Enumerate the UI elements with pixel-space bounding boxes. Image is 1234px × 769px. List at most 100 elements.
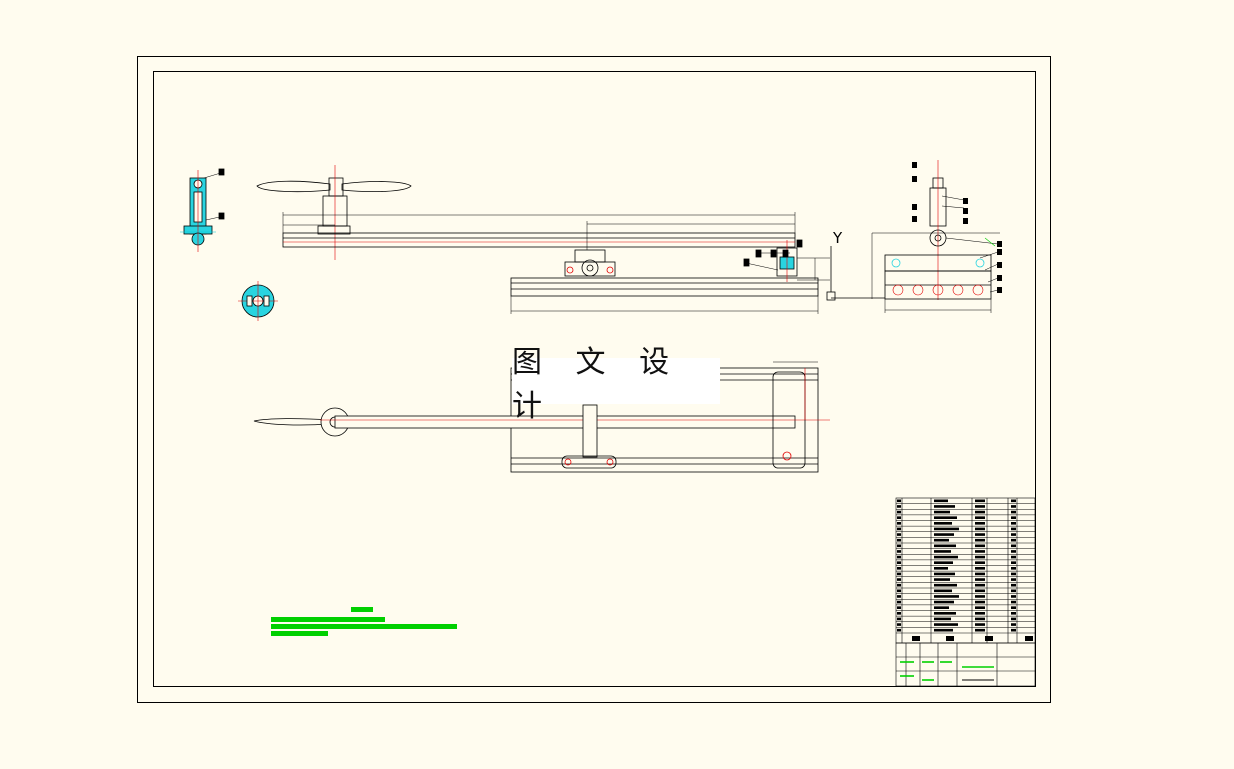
parts-row-material [1011,544,1016,548]
top-plan-view [253,361,830,473]
parts-row-material [1011,550,1016,553]
parts-row-number [897,538,901,542]
parts-row-name [934,623,958,626]
parts-row-material [1011,612,1016,615]
propeller-blade-right [341,181,412,193]
parts-row-material [1011,505,1016,508]
parts-row-material [1011,516,1016,519]
parts-row-material [1011,567,1016,570]
parts-row-qty [975,589,985,593]
parts-row-qty [975,612,985,615]
parts-row-number [897,589,901,593]
parts-row-qty [975,600,985,604]
plan-arm [334,415,796,429]
outer-border [137,56,1051,703]
title-block [895,642,1036,687]
lower-rail [510,277,819,297]
parts-row-number [897,628,901,632]
parts-row-number [897,606,901,609]
parts-row-name [934,589,952,593]
watermark-banner: 图 文 设 计 [512,345,720,424]
side-elevation-view [256,165,830,314]
parts-row-number [897,583,901,587]
parts-row-qty [975,572,985,576]
parts-row-qty [975,617,985,621]
parts-row-qty [975,510,985,514]
parts-row-qty [975,527,985,531]
mast-base [317,225,351,235]
parts-row-qty [975,538,985,542]
parts-row-name [934,516,957,519]
parts-row-number [897,544,901,548]
parts-row-name [934,544,956,548]
parts-row-number [897,572,901,576]
parts-row-material [1011,561,1016,564]
parts-row-name [934,595,959,598]
parts-row-material [1011,499,1016,503]
parts-row-material [1011,555,1016,559]
parts-row-name [934,567,948,570]
parts-row-qty [975,533,985,536]
propeller-blade-left [256,180,331,193]
parts-row-name [934,572,955,576]
parts-row-number [897,533,901,536]
parts-row-material [1011,589,1016,593]
parts-list-table [895,497,1036,644]
parts-row-material [1011,578,1016,581]
parts-row-material [1011,510,1016,514]
parts-row-name [934,583,957,587]
parts-row-material [1011,538,1016,542]
parts-row-material [1011,527,1016,531]
parts-row-qty [975,544,985,548]
coordinate-axis: Y [826,229,885,301]
parts-row-qty [975,606,985,609]
parts-row-material [1011,595,1016,598]
parts-row-name [934,499,948,503]
parts-row-number [897,600,901,604]
parts-header-note [1025,636,1033,641]
parts-row-number [897,522,901,525]
plan-propeller-left [253,418,331,426]
parts-row-material [1011,606,1016,609]
parts-row-number [897,612,901,615]
parts-row-name [934,606,949,609]
parts-row-qty [975,578,985,581]
parts-row-number [897,499,901,503]
parts-row-qty [975,516,985,519]
parts-row-name [934,578,950,581]
parts-row-qty [975,555,985,559]
parts-row-number [897,561,901,564]
parts-row-material [1011,583,1016,587]
parts-row-material [1011,533,1016,536]
parts-row-qty [975,623,985,626]
parts-row-material [1011,600,1016,604]
parts-row-qty [975,522,985,525]
parts-row-qty [975,561,985,564]
section-detail-view [180,168,225,252]
parts-row-material [1011,522,1016,525]
parts-table-frame [895,497,1036,644]
axis-label: Y [832,229,843,247]
parts-header-name [946,636,954,641]
round-detail-view [238,281,278,321]
inner-border [153,71,1036,687]
parts-row-name [934,561,953,564]
parts-header-qty [985,636,993,641]
parts-row-material [1011,572,1016,576]
parts-row-name [934,600,954,604]
parts-row-name [934,505,955,508]
parts-row-name [934,555,958,559]
parts-row-qty [975,595,985,598]
parts-row-name [934,612,956,615]
parts-row-name [934,628,953,632]
technical-notes [271,607,457,636]
parts-row-number [897,567,901,570]
main-beam [282,232,796,248]
parts-row-name [934,550,951,553]
parts-row-qty [975,583,985,587]
parts-row-name [934,533,954,536]
parts-row-number [897,550,901,553]
parts-row-name [934,522,952,525]
